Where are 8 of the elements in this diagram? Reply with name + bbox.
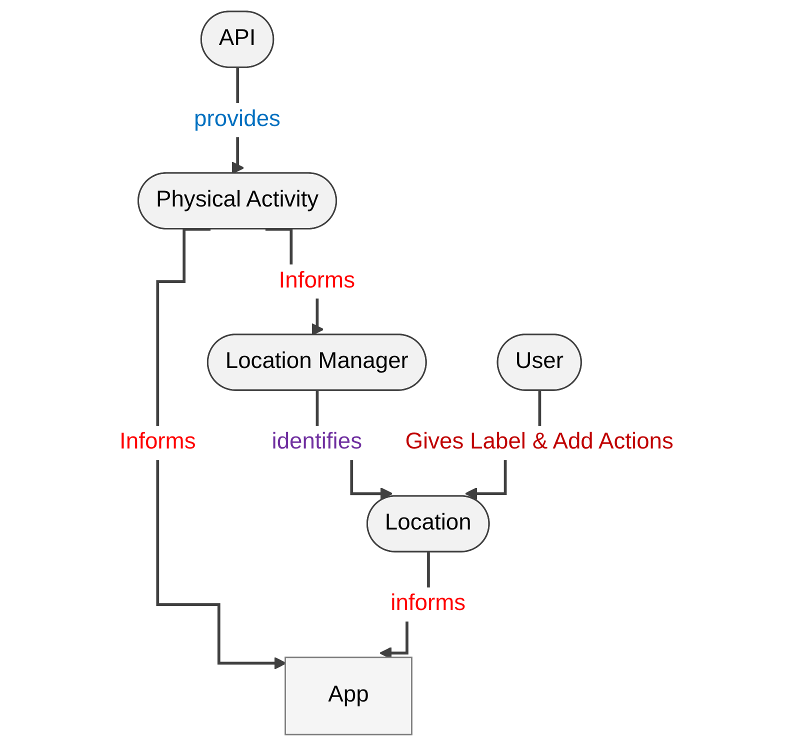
edge-label: Gives Label & Add Actions: [405, 430, 674, 454]
edge-label: identifies: [272, 430, 362, 454]
node-box: App: [284, 656, 412, 736]
edge-label: provides: [194, 107, 280, 132]
edge-label: Informs: [278, 268, 355, 293]
edge-label: Informs: [120, 430, 196, 454]
edge-label: informs: [390, 592, 466, 616]
arrow: [156, 228, 286, 670]
